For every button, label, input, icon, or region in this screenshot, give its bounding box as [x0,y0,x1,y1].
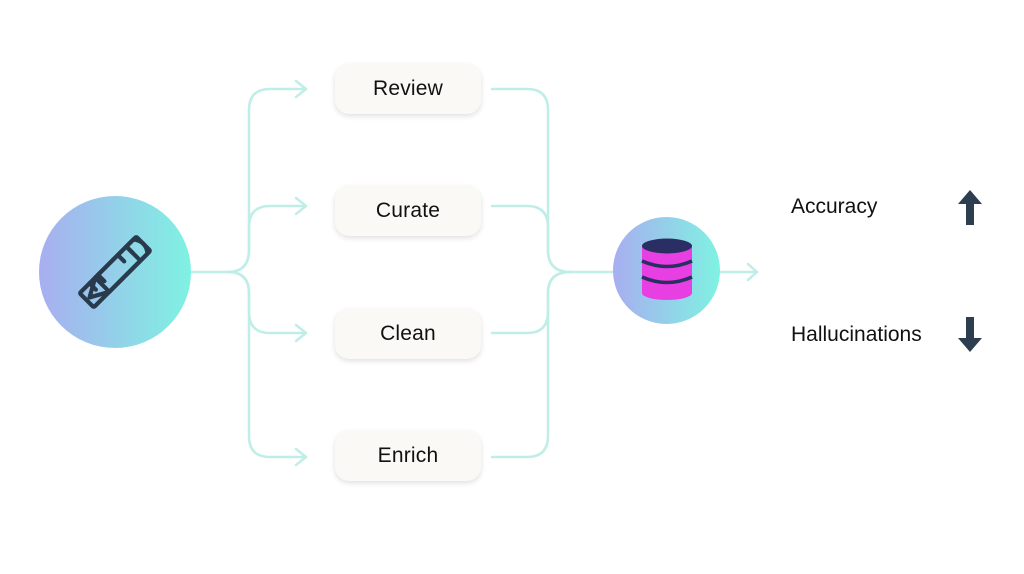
arrowhead-clean [294,323,308,343]
arrowhead-curate [294,196,308,216]
source-tools-node [39,196,191,348]
step-enrich: Enrich [335,431,481,481]
outcome-accuracy-label: Accuracy [791,195,878,218]
branch-to-enrich [226,270,308,459]
arrow-down-icon [958,317,982,352]
output-arrowhead [746,262,759,282]
branch-to-clean [226,270,308,335]
merge-from-curate [490,204,572,274]
arrowhead-enrich [294,447,308,467]
step-curate: Curate [335,186,481,236]
database-node [613,217,720,324]
step-review: Review [335,64,481,114]
step-clean: Clean [335,309,481,359]
merge-from-clean [490,270,572,335]
database-icon [641,238,693,300]
merge-from-enrich [490,270,572,459]
outcome-hallucinations-label: Hallucinations [791,323,922,346]
arrow-up-icon [958,190,982,225]
arrowhead-review [294,79,308,99]
branch-to-curate [226,204,308,274]
pencil-ruler-icon [78,235,152,309]
merge-from-review [490,87,615,274]
branch-to-review [226,87,308,274]
